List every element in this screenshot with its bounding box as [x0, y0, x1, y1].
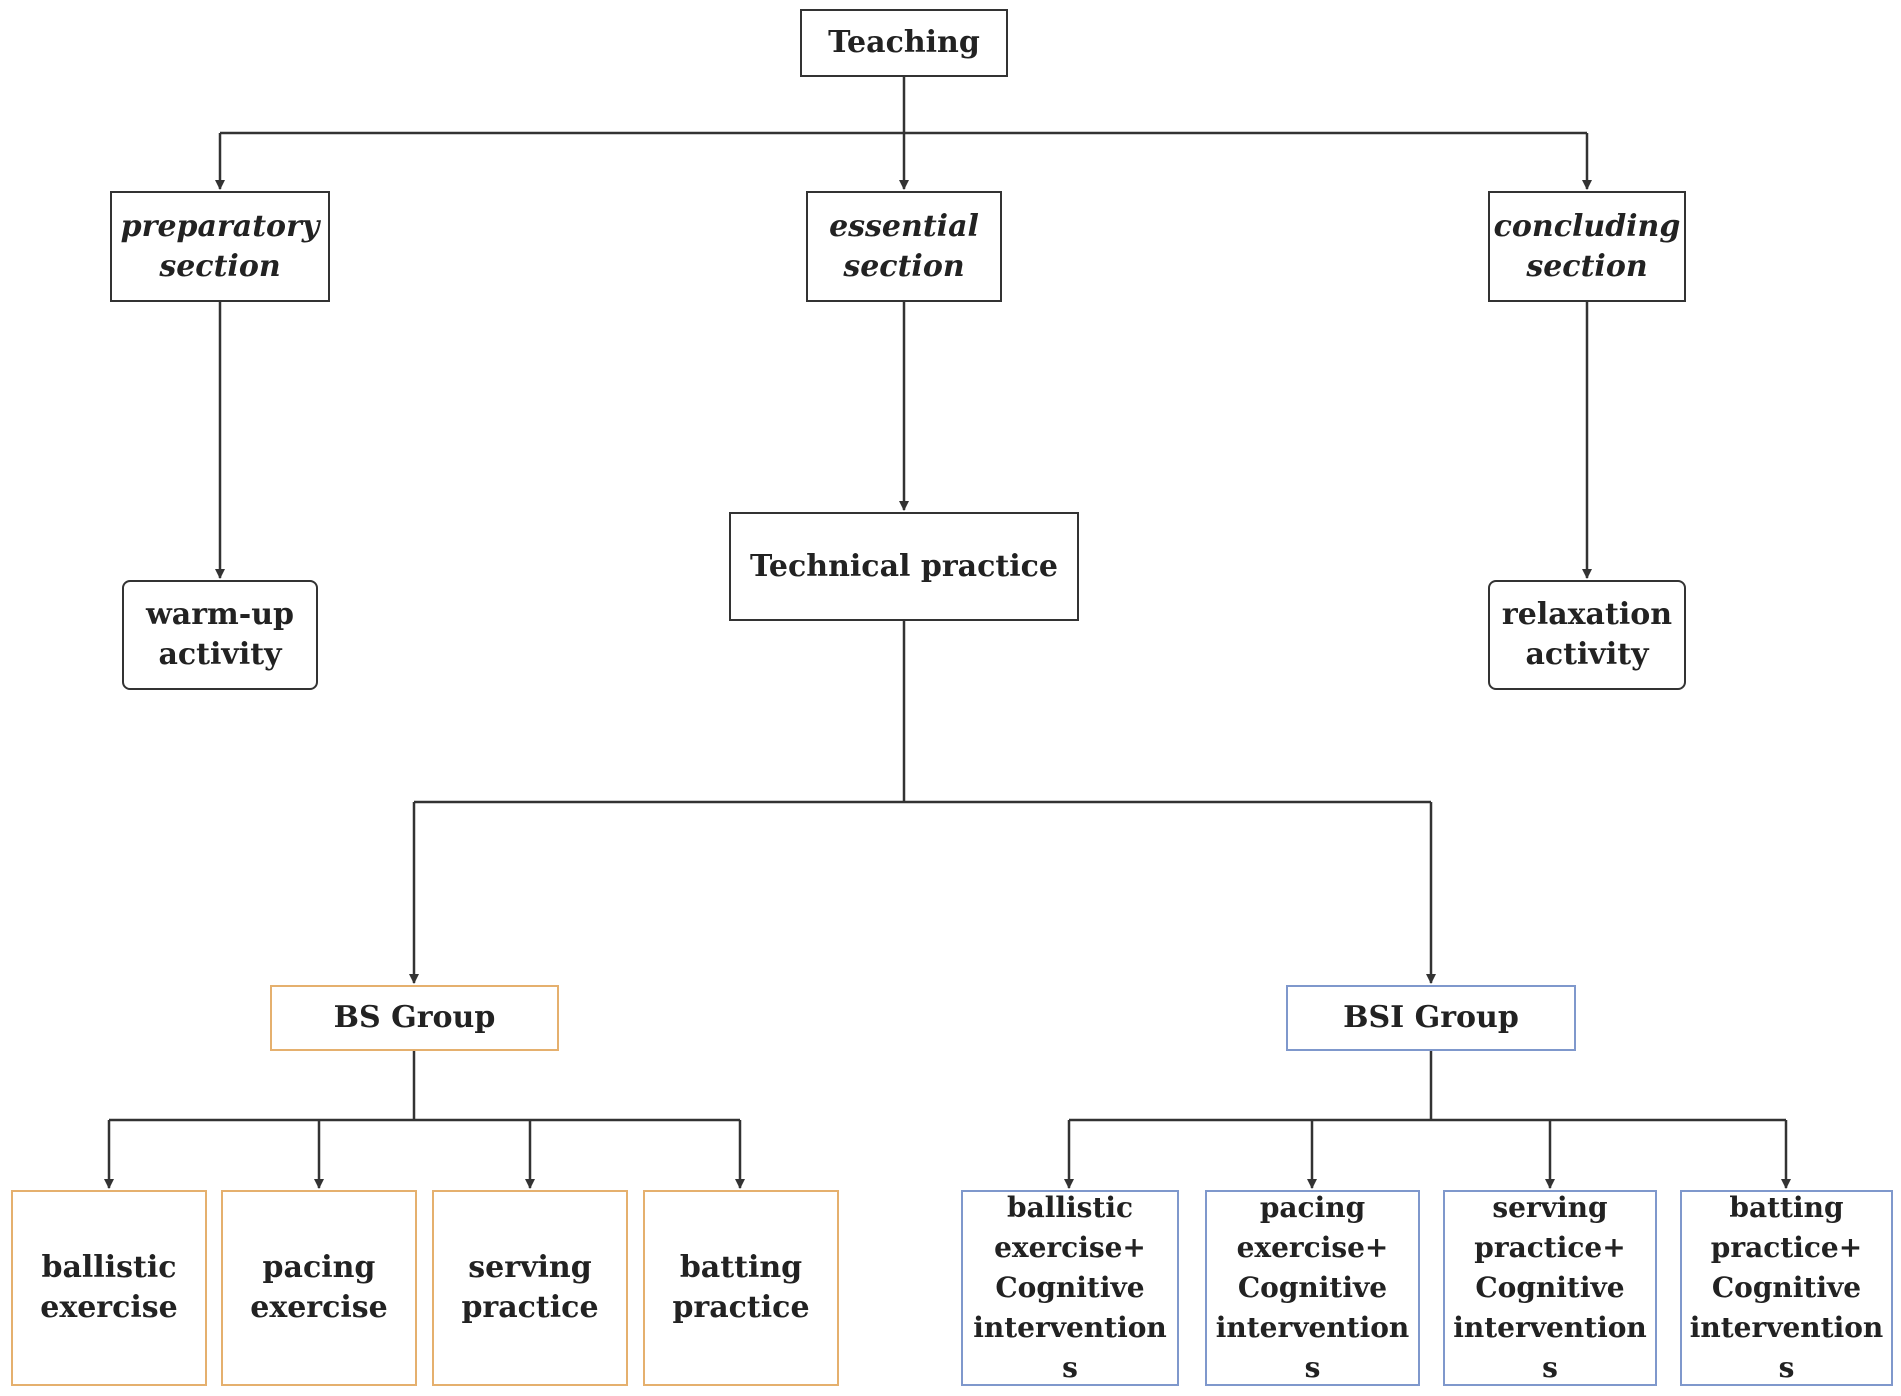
- node-technical-label: Technical practice: [750, 548, 1058, 584]
- node-bsi-group: BSI Group: [1286, 985, 1576, 1051]
- node-teaching: Teaching: [800, 9, 1008, 77]
- node-bs-group: BS Group: [270, 985, 559, 1051]
- node-teaching-label: Teaching: [828, 25, 980, 60]
- node-bs-group-label: BS Group: [333, 1000, 496, 1035]
- node-bsi-group-label: BSI Group: [1343, 1000, 1519, 1035]
- node-technical-practice: Technical practice: [729, 512, 1079, 621]
